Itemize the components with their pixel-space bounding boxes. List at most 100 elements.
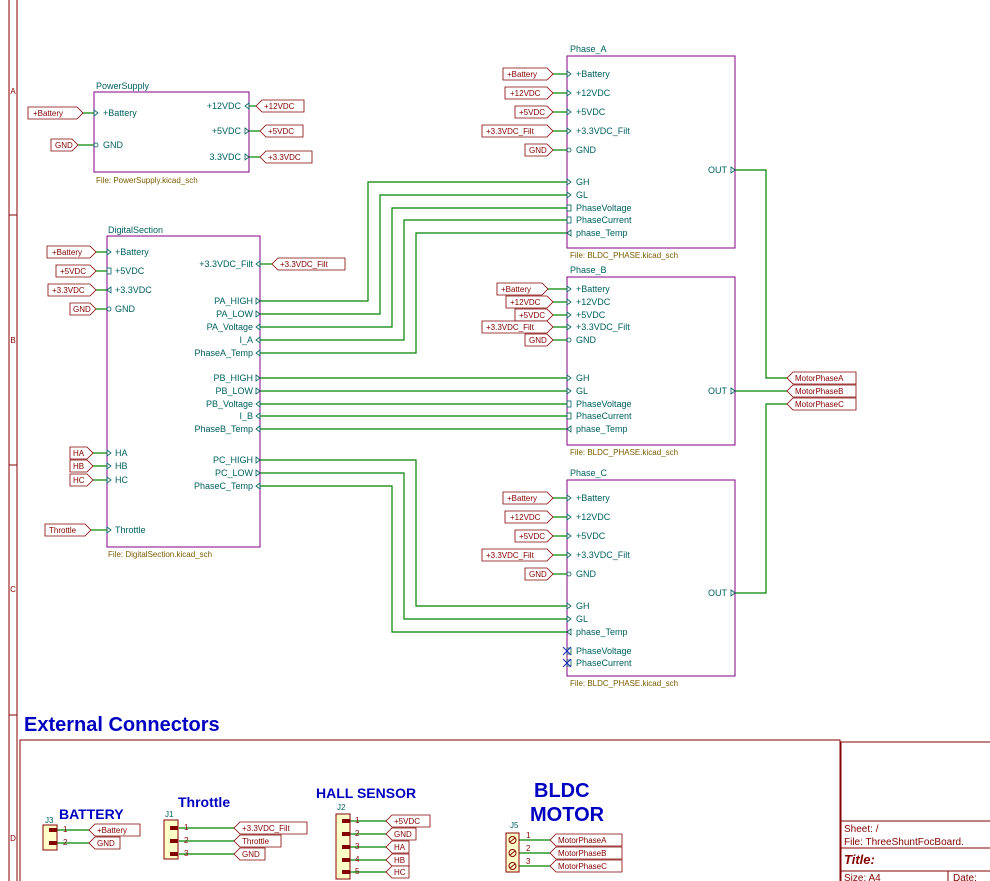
wire-out-c[interactable]: [735, 403, 787, 594]
connector-ref: J1: [165, 810, 174, 819]
wire-pa-voltage[interactable]: [260, 207, 567, 328]
svg-text:+12VDC: +12VDC: [510, 298, 541, 307]
sheet-pin: +5VDC: [212, 126, 242, 136]
net-label-12vdc[interactable]: +12VDC: [505, 295, 554, 309]
wire-out-a[interactable]: [735, 169, 787, 379]
sheet-pin: +3.3VDC_Filt: [576, 322, 630, 332]
sheet-pin: +12VDC: [207, 101, 242, 111]
connector-title: HALL SENSOR: [316, 785, 416, 801]
sheet-pin: +Battery: [576, 493, 610, 503]
wire-phasea-temp[interactable]: [260, 232, 567, 354]
net-label-battery[interactable]: +Battery: [502, 491, 554, 505]
sheet-phase-c[interactable]: Phase_C File: BLDC_PHASE.kicad_sch +Batt…: [562, 468, 736, 688]
svg-text:MotorPhaseB: MotorPhaseB: [795, 387, 843, 396]
sheet-pin: OUT: [708, 386, 728, 396]
pin-number: 4: [355, 855, 360, 864]
net-label-12vdc[interactable]: +12VDC: [504, 510, 554, 524]
connector-ref: J5: [510, 821, 519, 830]
svg-text:HA: HA: [73, 449, 85, 458]
svg-text:+3.3VDC_Filt: +3.3VDC_Filt: [486, 551, 535, 560]
title-block-sheet: Sheet: /: [844, 824, 879, 835]
connector-throttle[interactable]: Throttle J1 1 2 3 +3.3VDC_Filt Throttle …: [163, 794, 308, 861]
net-label-5vdc[interactable]: +5VDC: [514, 308, 554, 322]
net-label-5vdc[interactable]: +5VDC: [514, 105, 554, 119]
pin-number: 3: [526, 857, 531, 866]
net-label-3v3dc[interactable]: +3.3VDC: [47, 283, 97, 297]
net-label-battery[interactable]: +Battery: [27, 106, 84, 120]
title-block-title: Title:: [844, 852, 875, 867]
pin-number: 1: [355, 816, 360, 825]
connector-net-label: +3.3VDC_Filt: [242, 824, 291, 833]
net-label-battery[interactable]: +Battery: [46, 245, 97, 259]
wire-pc-low[interactable]: [260, 472, 567, 620]
net-label-3v3dc-filt[interactable]: +3.3VDC_Filt: [481, 548, 554, 562]
sheet-phase-c-file: File: BLDC_PHASE.kicad_sch: [570, 679, 678, 688]
net-label-3v3dc-filt[interactable]: +3.3VDC_Filt: [481, 320, 554, 334]
sheet-phase-b[interactable]: Phase_B File: BLDC_PHASE.kicad_sch +Batt…: [566, 265, 736, 457]
svg-text:GND: GND: [73, 305, 91, 314]
sheet-pin: +5VDC: [576, 531, 606, 541]
connector-net-label: +5VDC: [394, 817, 420, 826]
connector-net-label: HC: [394, 868, 406, 877]
net-label-gnd[interactable]: GND: [69, 302, 97, 316]
wire-pa-high[interactable]: [260, 181, 567, 302]
sheet-pin: +3.3VDC: [115, 285, 152, 295]
sheet-pin: GND: [115, 304, 136, 314]
net-label-3v3dc-filt[interactable]: +3.3VDC_Filt: [271, 257, 346, 271]
sheet-pin: phase_Temp: [576, 228, 628, 238]
sheet-pin: PhaseVoltage: [576, 646, 632, 656]
wire-i-a[interactable]: [260, 219, 567, 341]
sheet-pin: 3.3VDC: [209, 152, 241, 162]
sheet-pin: +3.3VDC_Filt: [199, 259, 253, 269]
net-label-3v3dc-filt[interactable]: +3.3VDC_Filt: [481, 124, 554, 138]
title-block: Sheet: / File: ThreeShuntFocBoard. Title…: [840, 741, 990, 881]
sheet-pin: PA_LOW: [216, 309, 253, 319]
net-label-ha[interactable]: HA: [69, 446, 94, 460]
net-label-battery[interactable]: +Battery: [502, 67, 554, 81]
net-label-gnd[interactable]: GND: [50, 138, 79, 152]
net-label-hb[interactable]: HB: [69, 459, 94, 473]
svg-text:+Battery: +Battery: [507, 70, 537, 79]
wire-phasec-temp[interactable]: [260, 485, 567, 633]
sheet-digital-section[interactable]: DigitalSection File: DigitalSection.kica…: [106, 225, 261, 559]
net-label-motor-phase-b[interactable]: MotorPhaseB: [786, 384, 857, 398]
net-label-12vdc[interactable]: +12VDC: [504, 86, 554, 100]
net-label-hc[interactable]: HC: [69, 473, 94, 487]
net-label-battery[interactable]: +Battery: [496, 282, 549, 296]
connector-bldc-motor[interactable]: BLDC MOTOR J5 1 2 3 MotorPhaseA MotorPha…: [505, 780, 623, 873]
net-label-throttle[interactable]: Throttle: [44, 523, 92, 537]
net-label-gnd[interactable]: GND: [524, 143, 554, 157]
sheet-pin: +5VDC: [576, 107, 606, 117]
pin-number: 3: [184, 849, 189, 858]
net-label-motor-phase-a[interactable]: MotorPhaseA: [786, 371, 857, 385]
sheet-pin: HB: [115, 461, 128, 471]
sheet-pin: PA_Voltage: [207, 322, 253, 332]
net-label-5vdc[interactable]: +5VDC: [259, 124, 304, 138]
svg-text:+Battery: +Battery: [33, 109, 63, 118]
sheet-pin: GL: [576, 614, 588, 624]
net-label-5vdc[interactable]: +5VDC: [514, 529, 554, 543]
wire-pc-high[interactable]: [260, 459, 567, 607]
connector-title-line2: MOTOR: [530, 804, 605, 826]
svg-text:+12VDC: +12VDC: [510, 89, 541, 98]
sheet-pin: HA: [115, 448, 128, 458]
sheet-pin: PA_HIGH: [214, 296, 253, 306]
pin-number: 2: [63, 838, 68, 847]
connector-hall-sensor[interactable]: HALL SENSOR J2 1 2 3 4 5 +5VDC GND HA HB…: [316, 785, 431, 880]
net-label-motor-phase-c[interactable]: MotorPhaseC: [786, 397, 857, 411]
sheet-phase-a[interactable]: Phase_A File: BLDC_PHASE.kicad_sch +Batt…: [566, 44, 736, 260]
connector-battery[interactable]: BATTERY J3 1 2 +Battery GND: [42, 806, 141, 851]
net-label-5vdc[interactable]: +5VDC: [55, 264, 97, 278]
sheet-pin: +12VDC: [576, 512, 611, 522]
net-label-12vdc[interactable]: +12VDC: [255, 99, 305, 113]
svg-text:+3.3VDC: +3.3VDC: [268, 153, 301, 162]
sheet-phase-b-name: Phase_B: [570, 265, 607, 275]
sheet-power-name: PowerSupply: [96, 81, 150, 91]
net-label-3v3dc[interactable]: +3.3VDC: [259, 150, 313, 164]
sheet-pin: PC_HIGH: [213, 455, 253, 465]
net-label-gnd[interactable]: GND: [524, 333, 554, 347]
sheet-power-supply[interactable]: PowerSupply File: PowerSupply.kicad_sch …: [93, 81, 250, 185]
net-label-gnd[interactable]: GND: [524, 567, 554, 581]
wire-pa-low[interactable]: [260, 194, 567, 315]
